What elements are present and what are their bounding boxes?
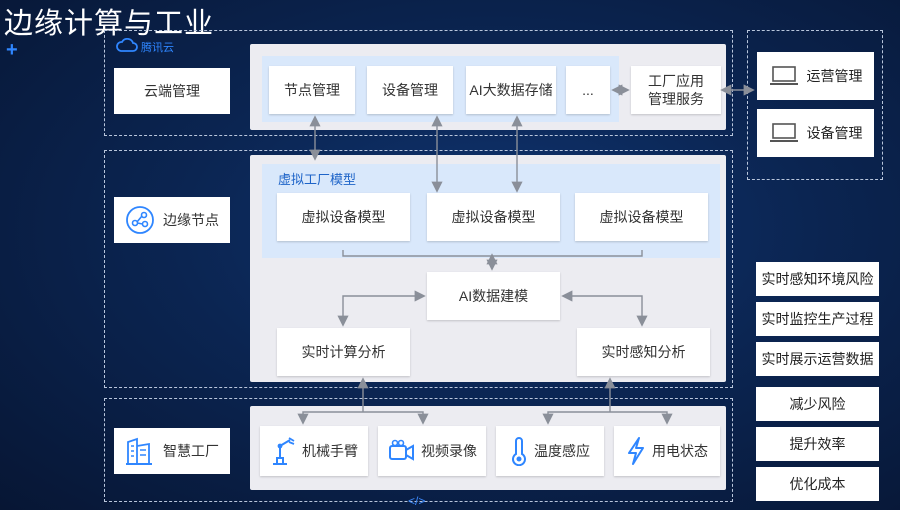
virtual-device-model-label: 虚拟设备模型 (599, 209, 684, 225)
ai-data-modeling-label: AI数据建模 (458, 288, 529, 304)
benefit-item: 实时展示运营数据 (756, 342, 879, 376)
device-management-right-label: 设备管理 (806, 125, 863, 141)
video-recording-box[interactable]: 视频录像 (378, 426, 486, 476)
cloud-management-card[interactable]: 云端管理 (114, 68, 230, 114)
edge-node-label: 边缘节点 (163, 212, 219, 228)
network-node-icon (125, 205, 155, 235)
node-management-label: 节点管理 (284, 82, 340, 98)
ai-bigdata-storage-label: AI大数据存储 (469, 82, 553, 98)
lightning-icon (626, 436, 646, 466)
video-recording-label: 视频录像 (421, 443, 477, 459)
operations-section (747, 30, 883, 180)
more-services-label: ... (582, 82, 594, 98)
temperature-sensing-label: 温度感应 (534, 443, 590, 459)
robot-arm-icon (270, 436, 296, 466)
virtual-device-model-label: 虚拟设备模型 (451, 209, 536, 225)
factory-app-service-box[interactable]: 工厂应用 管理服务 (631, 66, 721, 114)
code-icon: </> (408, 494, 426, 508)
models-bracket (342, 250, 643, 257)
power-status-box[interactable]: 用电状态 (614, 426, 720, 476)
temperature-sensing-box[interactable]: 温度感应 (496, 426, 604, 476)
benefit-item: 提升效率 (756, 427, 879, 461)
benefit-item: 实时感知环境风险 (756, 262, 879, 296)
page-title: 边缘计算与工业 (4, 8, 215, 40)
benefits-column: 实时感知环境风险实时监控生产过程实时展示运营数据减少风险提升效率优化成本 (756, 0, 879, 510)
ai-bigdata-storage-box[interactable]: AI大数据存储 (466, 66, 556, 114)
factory-app-service-label: 工厂应用 管理服务 (648, 73, 704, 107)
plus-icon: + (6, 39, 18, 61)
realtime-sense-analysis-box[interactable]: 实时感知分析 (577, 328, 710, 376)
operations-management-card[interactable]: 运营管理 (757, 52, 874, 100)
realtime-compute-analysis-label: 实时计算分析 (301, 344, 386, 360)
virtual-factory-model-title: 虚拟工厂模型 (278, 172, 357, 187)
laptop-icon (769, 65, 799, 87)
factory-building-icon (125, 436, 153, 466)
device-management-label: 设备管理 (382, 82, 438, 98)
virtual-device-model-box[interactable]: 虚拟设备模型 (575, 193, 708, 241)
factory-left-bracket (297, 411, 429, 425)
factory-right-bracket (542, 411, 673, 425)
factory-section (104, 398, 733, 502)
brand-name: 腾讯云 (141, 41, 174, 54)
ai-data-modeling-box[interactable]: AI数据建模 (427, 272, 560, 320)
arrow-ai-to-sense (561, 290, 648, 327)
benefit-label: 优化成本 (789, 476, 846, 492)
virtual-device-model-label: 虚拟设备模型 (301, 209, 386, 225)
virtual-device-model-box[interactable]: 虚拟设备模型 (277, 193, 410, 241)
realtime-sense-analysis-label: 实时感知分析 (601, 344, 686, 360)
brand-logo: 腾讯云 (116, 37, 174, 55)
benefit-label: 提升效率 (789, 436, 846, 452)
operations-management-label: 运营管理 (806, 68, 863, 84)
cloud-management-label: 云端管理 (144, 83, 200, 99)
benefit-label: 实时监控生产过程 (761, 311, 874, 327)
cloud-section (104, 30, 733, 136)
virtual-device-model-box[interactable]: 虚拟设备模型 (427, 193, 560, 241)
device-management-card[interactable]: 设备管理 (757, 109, 874, 157)
robot-arm-label: 机械手臂 (302, 443, 358, 459)
benefit-item: 优化成本 (756, 467, 879, 501)
arrow-ai-to-compute (337, 290, 426, 327)
edge-section (104, 150, 733, 388)
benefit-item: 实时监控生产过程 (756, 302, 879, 336)
more-services-box[interactable]: ... (566, 66, 610, 114)
device-management-box[interactable]: 设备管理 (367, 66, 453, 114)
laptop-icon (769, 122, 799, 144)
benefit-item: 减少风险 (756, 387, 879, 421)
thermometer-icon (510, 436, 528, 466)
realtime-compute-analysis-box[interactable]: 实时计算分析 (277, 328, 410, 376)
node-management-box[interactable]: 节点管理 (269, 66, 355, 114)
benefit-label: 实时感知环境风险 (761, 271, 874, 287)
robot-arm-box[interactable]: 机械手臂 (260, 426, 368, 476)
video-camera-icon (387, 439, 415, 463)
benefit-label: 实时展示运营数据 (761, 351, 874, 367)
edge-node-card[interactable]: 边缘节点 (114, 197, 230, 243)
power-status-label: 用电状态 (652, 443, 708, 459)
benefit-label: 减少风险 (789, 396, 846, 412)
smart-factory-card[interactable]: 智慧工厂 (114, 428, 230, 474)
cloud-icon (116, 37, 138, 55)
smart-factory-label: 智慧工厂 (163, 443, 219, 459)
